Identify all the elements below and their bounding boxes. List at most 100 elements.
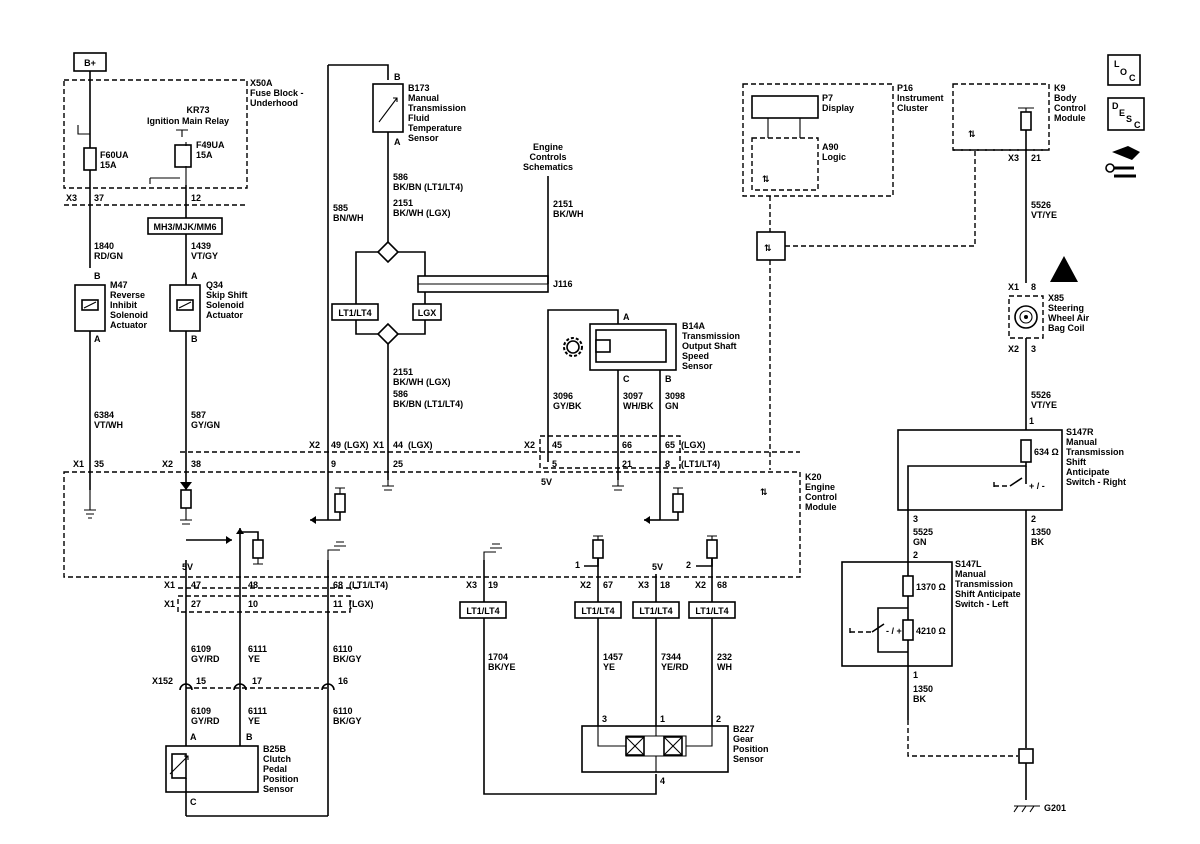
- fuse-f60ua-rating: 15A: [100, 160, 117, 170]
- pin-49-lgx: (LGX): [344, 440, 369, 450]
- b173-l5: Sensor: [408, 133, 439, 143]
- b14a-id: B14A: [682, 321, 706, 331]
- x85-x1: X1: [1008, 282, 1019, 292]
- bottom-pin-67: 67: [603, 580, 613, 590]
- wire-5525-num: 5525: [913, 527, 933, 537]
- pin-8-lt: (LT1/LT4): [681, 459, 720, 469]
- relay-kr73: [174, 144, 192, 168]
- s147l-r1: 1370 Ω: [916, 582, 946, 592]
- k20-id: K20: [805, 472, 822, 482]
- wire-5526b-color: VT/YE: [1031, 400, 1057, 410]
- switch-s147r: [897, 429, 1063, 511]
- x1-conn-b: X1: [373, 440, 384, 450]
- bottom-pin-47: 47: [191, 580, 201, 590]
- k9-l3: Module: [1054, 113, 1086, 123]
- wire-1350a-color: BK: [1031, 537, 1044, 547]
- m47-pin-a: A: [94, 334, 101, 344]
- wire-586b-num: 586: [393, 389, 408, 399]
- bottom-pin-19: 19: [488, 580, 498, 590]
- q34-l2: Solenoid: [206, 300, 244, 310]
- airbag-warning-icon: [1050, 256, 1078, 282]
- b173-pin-a: A: [394, 137, 401, 147]
- fuse-block-id: X50A: [250, 78, 273, 88]
- b227-p4: 4: [660, 776, 665, 786]
- wire-5526b-num: 5526: [1031, 390, 1051, 400]
- x152-id: X152: [152, 676, 173, 686]
- b227-l3: Sensor: [733, 754, 764, 764]
- b227-id: B227: [733, 724, 755, 734]
- relay-name: Ignition Main Relay: [147, 116, 229, 126]
- loc-icon[interactable]: L O C: [1107, 54, 1141, 86]
- s147l-l3: Shift Anticipate: [955, 589, 1021, 599]
- wire-1840-num: 1840: [94, 241, 114, 251]
- b227-p1: 1: [660, 714, 665, 724]
- desc-icon[interactable]: D E S C: [1107, 97, 1145, 131]
- b25b-l2: Pedal: [263, 764, 287, 774]
- b14a-pin-a: A: [623, 312, 630, 322]
- fuse-f49ua-id: F49UA: [196, 140, 225, 150]
- s147r-l4: Anticipate: [1066, 467, 1110, 477]
- wire-2151a-color: BK/WH (LGX): [393, 208, 451, 218]
- wire-6109a-color: GY/RD: [191, 654, 220, 664]
- wire-3098-color: GN: [665, 401, 679, 411]
- bottom-x3b: X3: [638, 580, 649, 590]
- wire-586a-num: 586: [393, 172, 408, 182]
- s147l-switch: - / +: [886, 626, 902, 636]
- s147r-p2: 2: [1031, 514, 1036, 524]
- bottom-pin-11: 11: [333, 599, 343, 609]
- loc-c: C: [1129, 73, 1136, 83]
- fuse-block-name: Fuse Block -: [250, 88, 304, 98]
- b227-p2: 2: [716, 714, 721, 724]
- bottom-pin-48: 48: [248, 580, 258, 590]
- engine-controls-l3: Schematics: [523, 162, 573, 172]
- bottom-x2b: X2: [695, 580, 706, 590]
- q34-l1: Skip Shift: [206, 290, 248, 300]
- s147r-switch: + / -: [1029, 481, 1045, 491]
- bottom-lgx: (LGX): [349, 599, 374, 609]
- pin-21: 21: [622, 459, 632, 469]
- b173-pin-b: B: [394, 72, 401, 82]
- wire-2151c-color: BK/WH: [553, 209, 584, 219]
- bottom-pin-27: 27: [191, 599, 201, 609]
- wire-6111a-color: YE: [248, 654, 260, 664]
- fuse-f60ua-id: F60UA: [100, 150, 129, 160]
- bottom-5v-b: 5V: [652, 562, 663, 572]
- a90-l1: Logic: [822, 152, 846, 162]
- wire-6384-num: 6384: [94, 410, 114, 420]
- k9-bidir-arrows: ⇅: [968, 129, 976, 139]
- logic-a90: [751, 137, 819, 191]
- variant-lgx-box: LGX: [418, 308, 437, 318]
- wire-3097-num: 3097: [623, 391, 643, 401]
- fuse-block-x50a: [63, 79, 248, 189]
- wire-6109b-num: 6109: [191, 706, 211, 716]
- k20-l3: Module: [805, 502, 837, 512]
- pin-66: 66: [622, 440, 632, 450]
- bottom-lt: (LT1/LT4): [349, 580, 388, 590]
- s147l-l1: Manual: [955, 569, 986, 579]
- data-link-arrows: ⇅: [764, 243, 772, 253]
- pin-38: 38: [191, 459, 201, 469]
- wire-232-num: 232: [717, 652, 732, 662]
- x85-p8: 8: [1031, 282, 1036, 292]
- fuse-block-name2: Underhood: [250, 98, 298, 108]
- b25b-pin-a: A: [190, 732, 197, 742]
- p7-l1: Display: [822, 103, 854, 113]
- wire-6110a-color: BK/GY: [333, 654, 362, 664]
- x85-l2: Wheel Air: [1048, 313, 1090, 323]
- diagnostic-tool-icon[interactable]: [1105, 146, 1140, 178]
- wire-1439-color: VT/GY: [191, 251, 218, 261]
- k9-l2: Control: [1054, 103, 1086, 113]
- b25b-pin-c: C: [190, 797, 197, 807]
- wire-1439-num: 1439: [191, 241, 211, 251]
- wire-6110b-color: BK/GY: [333, 716, 362, 726]
- x152-p15: 15: [196, 676, 206, 686]
- b14a-pin-c: C: [623, 374, 630, 384]
- x2-conn-a: X2: [309, 440, 320, 450]
- wire-1350b-color: BK: [913, 694, 926, 704]
- s147r-resistor: 634 Ω: [1034, 447, 1059, 457]
- wire-3096-color: GY/BK: [553, 401, 582, 411]
- ground-symbol: [1013, 805, 1040, 813]
- k20-l2: Control: [805, 492, 837, 502]
- p16-l2: Cluster: [897, 103, 929, 113]
